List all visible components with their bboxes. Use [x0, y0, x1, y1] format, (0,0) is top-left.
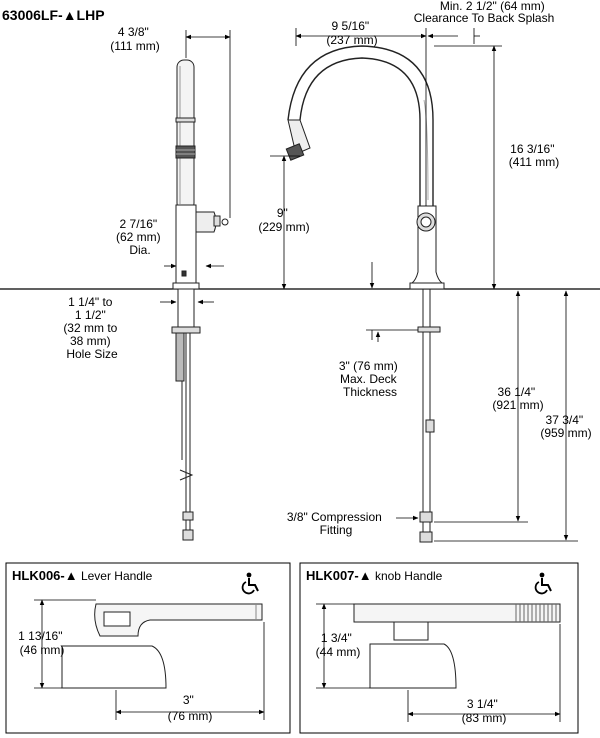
clearance-dimension: Min. 2 1/2" (64 mm) Clearance To Back Sp… [414, 0, 555, 25]
total-length-dimension: 37 3/4" (959 mm) [540, 413, 591, 440]
wheelchair-icon [241, 572, 259, 595]
height-dimension: 16 3/16" (411 mm) [509, 142, 559, 169]
side-view-faucet [171, 59, 229, 541]
deck-thickness-dimension: 3" (76 mm) Max. Deck Thickness [339, 359, 401, 399]
front-view-dimensions [270, 28, 578, 542]
hole-size-dimension: 1 1/4" to 1 1/2" (32 mm to 38 mm) Hole S… [63, 295, 120, 361]
supply-length-dimension: 36 1/4" (921 mm) [492, 385, 543, 412]
model-title: 63006LF-▲LHP [2, 7, 105, 23]
spout-height-dimension: 9" (229 mm) [258, 206, 309, 234]
compression-fitting-label: 3/8" Compression Fitting [287, 510, 385, 537]
knob-length-dimension: 3 1/4" (83 mm) [462, 697, 507, 725]
knob-height-dimension: 1 3/4" (44 mm) [316, 631, 361, 659]
lever-height-dimension: 1 13/16" (46 mm) [18, 629, 66, 657]
spout-width-dimension: 4 3/8" (111 mm) [110, 25, 160, 53]
knob-panel-title: HLK007-▲ knob Handle [306, 568, 443, 583]
lever-handle-panel: HLK006-▲ Lever Handle 1 13/16" (46 mm) [5, 562, 291, 734]
lever-panel-title: HLK006-▲ Lever Handle [12, 568, 153, 583]
side-view-dimensions [160, 30, 231, 305]
front-view-faucet [285, 45, 445, 543]
knob-handle-panel: HLK007-▲ knob Handle [299, 562, 579, 734]
base-diameter-dimension: 2 7/16" (62 mm) Dia. [116, 217, 164, 257]
reach-dimension: 9 5/16" (237 mm) [326, 19, 377, 47]
wheelchair-icon [534, 572, 552, 595]
lever-length-dimension: 3" (76 mm) [168, 693, 213, 723]
